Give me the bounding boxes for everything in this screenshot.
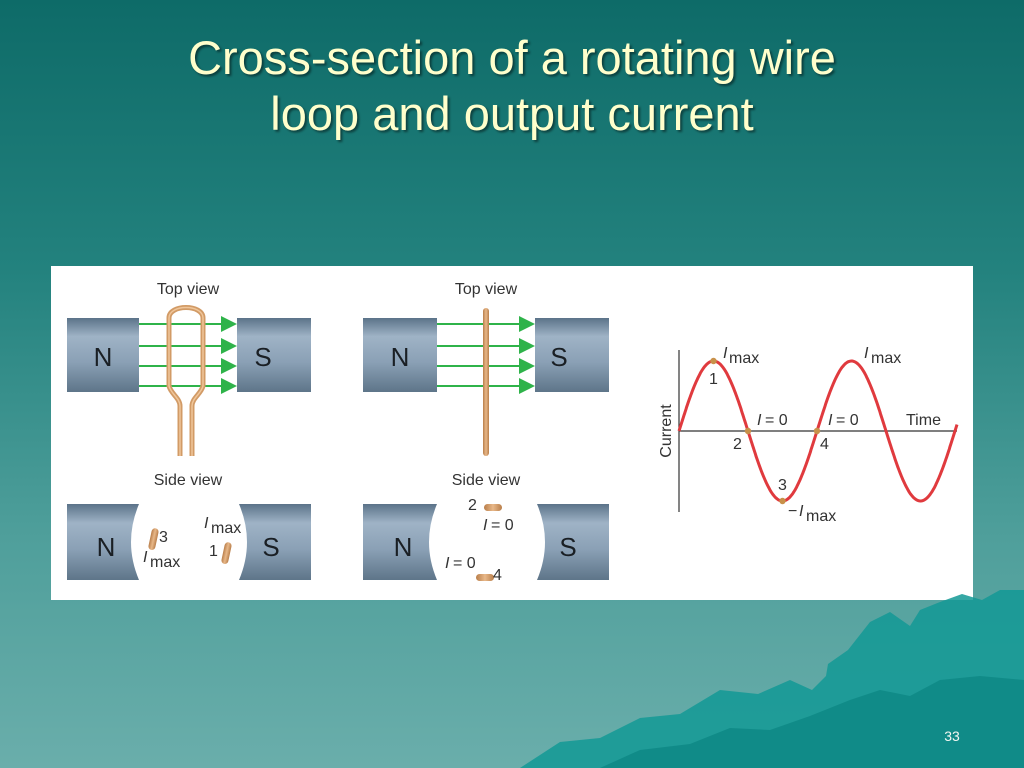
pos-4-label: 4: [493, 567, 502, 584]
magnet-north-label-side-middle: N: [394, 532, 413, 562]
magnet-north-label-side: N: [97, 532, 116, 562]
panel-left-side-view: Side view N S 3 I max I max 1: [67, 472, 311, 580]
graph-i-zero-2: = 0: [765, 412, 788, 429]
magnet-south-side-left: [239, 504, 311, 580]
i-italic-lower: I: [445, 555, 450, 572]
top-view-label-middle: Top view: [455, 281, 518, 298]
graph-i-max-2-italic: I: [864, 345, 869, 362]
magnet-south-label-side-middle: S: [559, 532, 576, 562]
y-axis-label: Current: [658, 404, 675, 458]
current-time-graph: Current Time I max 1 I max I = 0 2 I = 0…: [658, 345, 959, 525]
i-max-top-italic: I: [204, 515, 209, 532]
magnet-south-top-middle: [535, 318, 609, 392]
figure-svg: Top view N S Side view N S 3 I: [67, 281, 959, 584]
wire-cross-section-2: [484, 504, 502, 511]
side-view-label-left: Side view: [154, 472, 223, 489]
panel-middle-side-view: Side view N S 2 I = 0 I = 0 4: [363, 472, 609, 584]
graph-i-max-2-sub: max: [871, 350, 901, 367]
current-curve: [677, 359, 959, 503]
graph-point-2-label: 2: [733, 436, 742, 453]
graph-i-max-1-italic: I: [723, 345, 728, 362]
graph-i-min-sub: max: [806, 508, 836, 525]
figure-panel: Top view N S Side view N S 3 I: [51, 266, 973, 600]
magnet-south-label: S: [254, 342, 271, 372]
pos-1-label: 1: [209, 543, 218, 560]
graph-i-zero-4: = 0: [836, 412, 859, 429]
x-axis-label: Time: [906, 412, 941, 429]
graph-point-1-label: 1: [709, 371, 718, 388]
i-max-top-sub: max: [211, 520, 241, 537]
pos-3-label: 3: [159, 529, 168, 546]
magnet-south-label-middle: S: [550, 342, 567, 372]
title-line-2: loop and output current: [270, 87, 754, 140]
magnet-north-side-left: [67, 504, 139, 580]
magnet-south-top-left: [237, 318, 311, 392]
graph-i-zero-2-italic: I: [757, 412, 762, 429]
wire-edge-on-top-view: [483, 308, 489, 456]
top-view-label-left: Top view: [157, 281, 220, 298]
graph-point-2: [744, 427, 752, 435]
graph-neg-sign: −: [788, 503, 797, 520]
slide-title: Cross-section of a rotating wire loop an…: [0, 30, 1024, 142]
graph-i-min-italic: I: [799, 503, 804, 520]
i-zero-upper: = 0: [491, 517, 514, 534]
graph-point-4: [813, 427, 821, 435]
magnet-north-label-middle: N: [391, 342, 410, 372]
wire-cross-section-1: [221, 542, 232, 564]
i-max-bottom-sub: max: [150, 554, 180, 571]
graph-point-1: [710, 357, 717, 365]
graph-point-4-label: 4: [820, 436, 829, 453]
i-zero-lower: = 0: [453, 555, 476, 572]
magnet-north-label: N: [94, 342, 113, 372]
magnet-south-label-side: S: [262, 532, 279, 562]
slide-number: 33: [944, 728, 960, 744]
title-line-1: Cross-section of a rotating wire: [188, 31, 836, 84]
graph-point-3-label: 3: [778, 477, 787, 494]
graph-i-max-1-sub: max: [729, 350, 759, 367]
magnet-north-top-middle: [363, 318, 437, 392]
side-view-label-middle: Side view: [452, 472, 521, 489]
graph-i-zero-4-italic: I: [828, 412, 833, 429]
panel-middle-top-view: Top view N S: [363, 281, 609, 456]
magnet-north-top-left: [67, 318, 139, 392]
i-max-bottom-italic: I: [143, 549, 148, 566]
magnet-north-side-middle: [363, 504, 437, 580]
magnet-south-side-middle: [537, 504, 609, 580]
field-lines-left: [139, 316, 237, 394]
graph-point-3: [779, 497, 786, 505]
pos-2-label: 2: [468, 497, 477, 514]
wire-cross-section-4: [476, 574, 494, 581]
i-italic-upper: I: [483, 517, 488, 534]
wire-cross-section-3: [148, 528, 159, 550]
panel-left-top-view: Top view N S: [67, 281, 311, 456]
graph-points: [710, 357, 821, 505]
